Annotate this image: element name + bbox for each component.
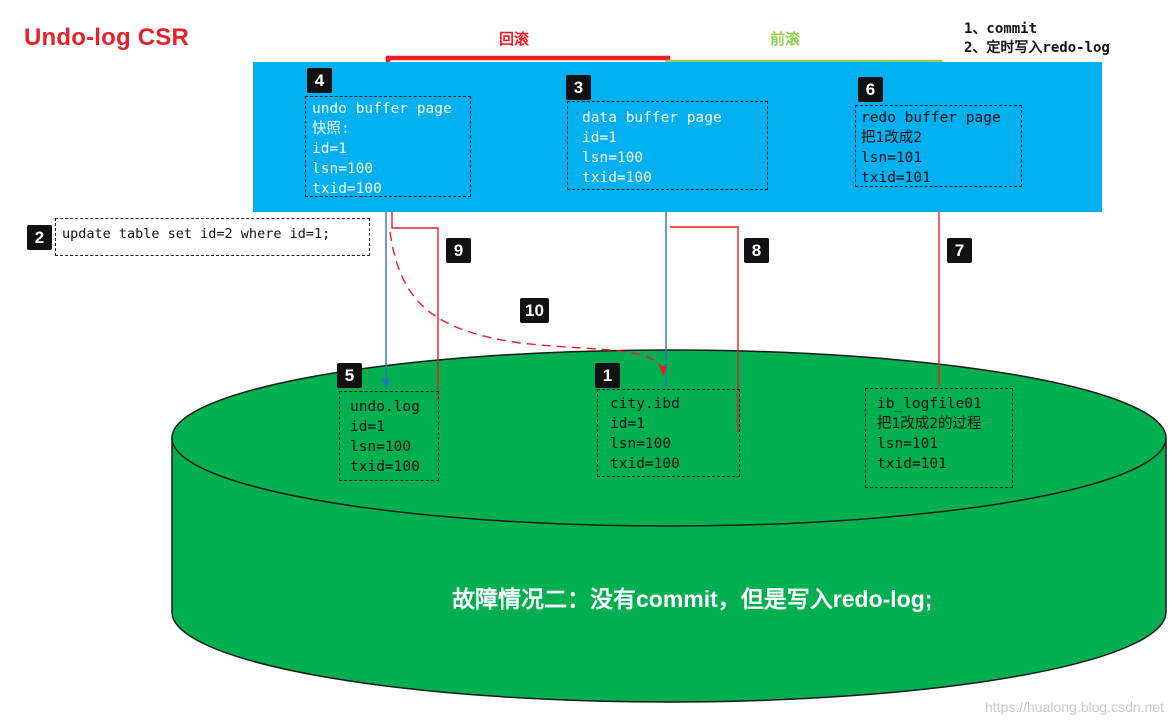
step-badge-6: 6 [858,77,883,102]
step-badge-2: 2 [27,225,52,250]
data-buffer-line: id=1 [582,130,617,146]
step-badge-3: 3 [566,75,591,100]
undo-log-line: txid=100 [350,459,420,475]
undo-buffer-line: lsn=100 [312,161,374,177]
undo-buffer-line: txid=100 [312,181,382,197]
undo-log-line: id=1 [350,419,385,435]
redo-buffer-page: redo buffer page 把1改成2 lsn=101 txid=101 [855,105,1022,187]
failure-caption: 故障情况二：没有commit，但是写入redo-log; [452,586,933,612]
step-badge-10: 10 [520,298,549,323]
city-ibd-line: id=1 [610,416,645,432]
redo-buffer-line: txid=101 [861,170,931,186]
step-badge-4: 4 [307,68,332,93]
note-line-2: 2、定时写入redo-log [964,40,1110,56]
undo-buffer-page: undo buffer page 快照: id=1 lsn=100 txid=1… [305,96,471,197]
ib-logfile-line: txid=101 [877,456,947,472]
arrow-data-buffer-to-ibd [670,226,739,432]
note-line-1: 1、commit [964,21,1038,37]
ib-logfile-line: ib_logfile01 [877,396,982,412]
step-badge-5: 5 [337,363,362,388]
memory-region [253,62,1102,212]
commit-notes: 1、commit 2、定时写入redo-log [964,20,1110,58]
arrow-undo-to-ibd-dashed [389,231,667,376]
step-badge-8: 8 [744,238,769,263]
redo-buffer-line: 把1改成2 [861,130,922,146]
city-ibd-line: txid=100 [610,456,680,472]
redo-buffer-line: redo buffer page [861,110,1001,126]
step-badge-9: 9 [446,238,471,263]
undo-buffer-line: undo buffer page [312,101,452,117]
sql-statement: update table set id=2 where id=1; [55,218,370,256]
arrow-undo-log-to-undo-buffer [388,199,439,400]
ib-logfile-line: lsn=101 [877,436,939,452]
data-buffer-line: data buffer page [582,110,722,126]
undo-buffer-line: id=1 [312,141,347,157]
ib-logfile-line: 把1改成2的过程 [877,416,982,432]
city-ibd-line: lsn=100 [610,436,672,452]
rollforward-label: 前滚 [770,31,801,48]
undo-log-file: undo.log id=1 lsn=100 txid=100 [339,391,439,481]
step-badge-7: 7 [947,238,972,263]
ib-logfile: ib_logfile01 把1改成2的过程 lsn=101 txid=101 [865,388,1013,488]
undo-buffer-line: 快照: [312,121,350,137]
data-buffer-line: lsn=100 [582,150,644,166]
watermark: https://hualong.blog.csdn.net [984,699,1164,715]
undo-log-line: undo.log [350,399,420,415]
city-ibd-file: city.ibd id=1 lsn=100 txid=100 [597,389,740,477]
step-badge-1: 1 [595,363,620,388]
data-buffer-line: txid=100 [582,170,652,186]
city-ibd-line: city.ibd [610,396,680,412]
data-buffer-page: data buffer page id=1 lsn=100 txid=100 [567,101,768,190]
redo-buffer-line: lsn=101 [861,150,923,166]
undo-log-line: lsn=100 [350,439,412,455]
rollback-label: 回滚 [499,31,530,48]
diagram-title: Undo-log CSR [24,24,190,51]
disk-cylinder [171,349,1167,703]
